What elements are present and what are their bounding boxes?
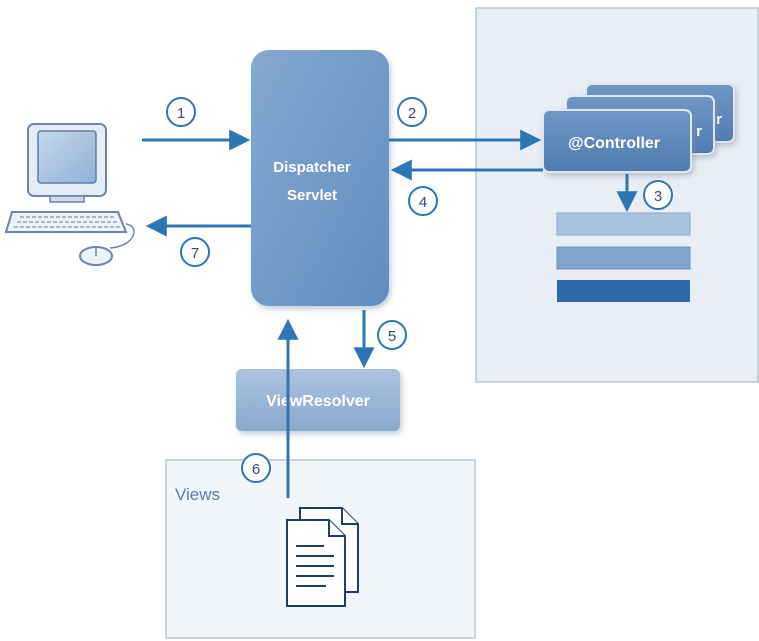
step-marker-4: 4 <box>408 186 438 216</box>
dispatcher-servlet <box>251 50 389 306</box>
views-panel-title: Views <box>175 485 220 504</box>
step-label-2: 2 <box>408 105 416 122</box>
controller-node <box>542 109 692 173</box>
controller-panel <box>475 7 759 383</box>
step-marker-6: 6 <box>241 453 271 483</box>
model-bar-light <box>556 212 691 236</box>
computer-icon <box>4 123 135 266</box>
model-bar-mid <box>556 246 691 270</box>
controller-stack-fragment-mid: r <box>696 123 702 140</box>
dispatcher-servlet-label-line2: Servlet <box>287 187 337 204</box>
step-label-3: 3 <box>654 188 662 205</box>
view-resolver <box>236 369 400 431</box>
documents-icon <box>286 507 359 607</box>
step-label-7: 7 <box>191 245 199 262</box>
step-label-6: 6 <box>252 461 260 478</box>
step-marker-5: 5 <box>377 320 407 350</box>
model-bar-dark <box>557 280 690 302</box>
view-resolver-label: ViewResolver <box>266 393 370 410</box>
step-marker-2: 2 <box>397 97 427 127</box>
dispatcher-servlet-label-line1: Dispatcher <box>273 159 351 176</box>
step-label-1: 1 <box>177 105 185 122</box>
step-marker-7: 7 <box>180 237 210 267</box>
step-marker-3: 3 <box>643 180 673 210</box>
step-label-5: 5 <box>388 328 396 345</box>
controller-stack-fragment-back: r <box>716 111 722 128</box>
step-label-4: 4 <box>419 194 427 211</box>
step-marker-1: 1 <box>166 97 196 127</box>
controller-label: @Controller <box>568 135 660 152</box>
